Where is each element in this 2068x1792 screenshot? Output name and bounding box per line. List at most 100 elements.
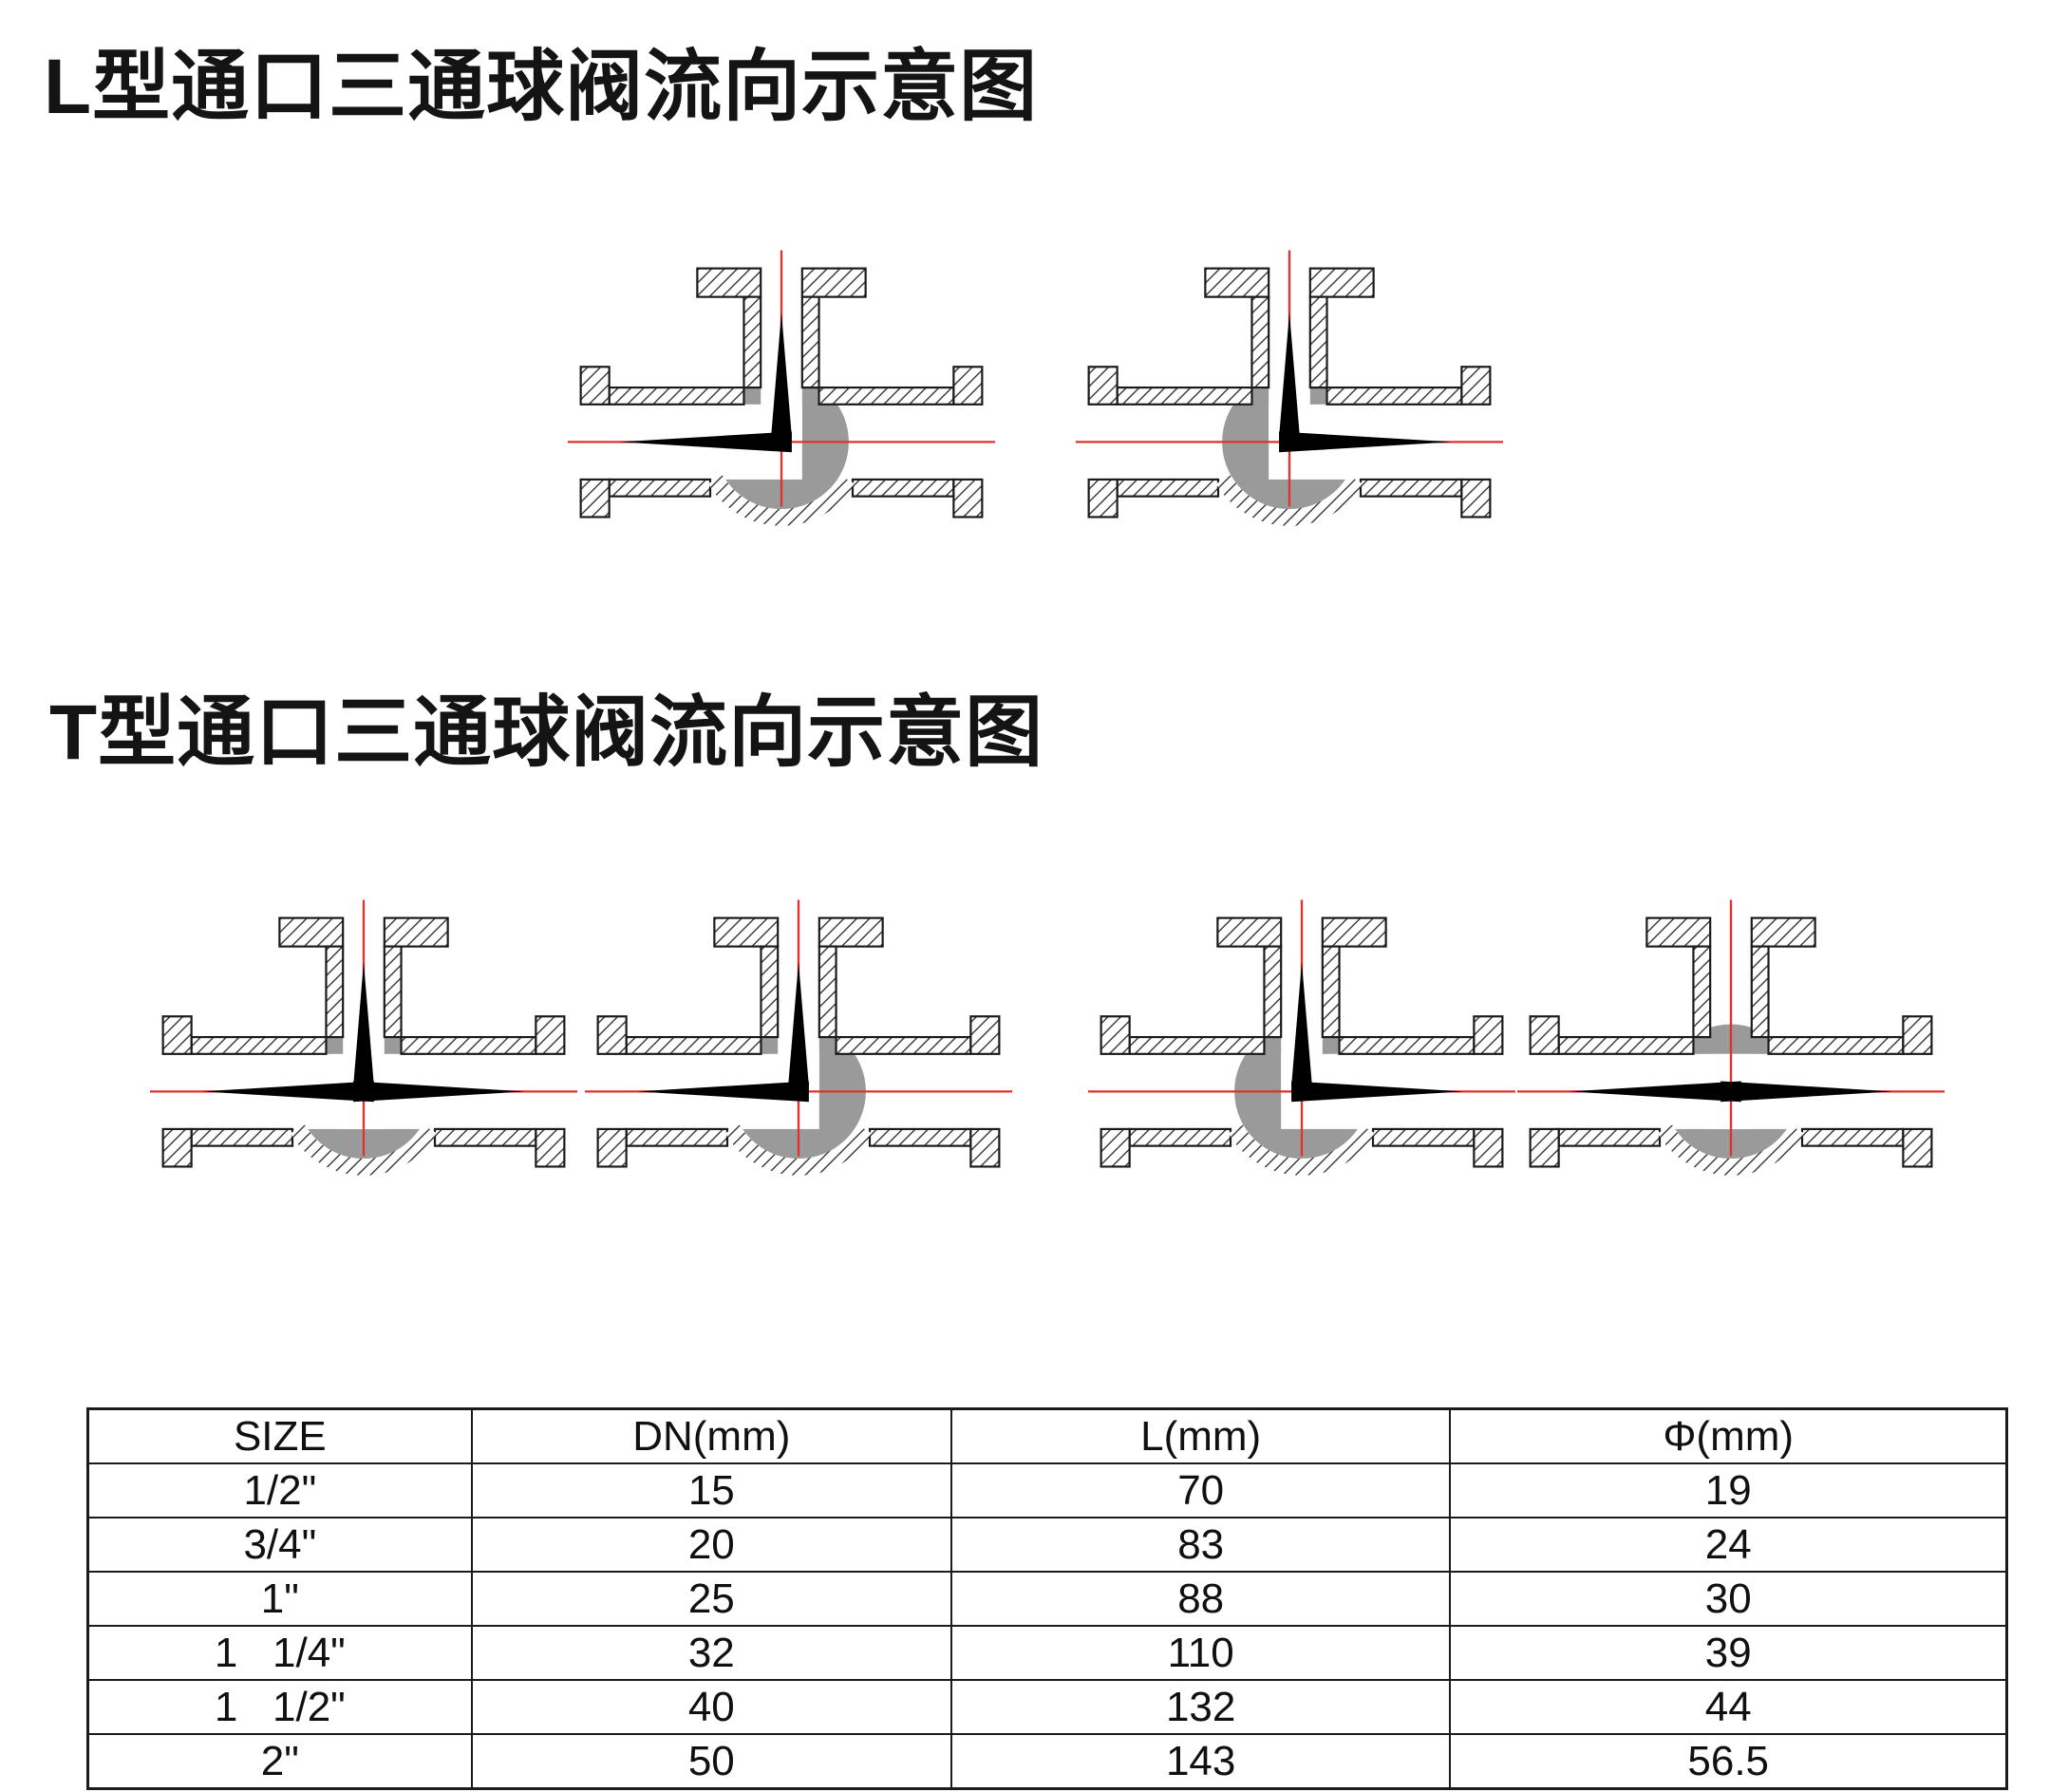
flow-arrow-up xyxy=(1291,962,1312,1086)
valve-wall xyxy=(1460,478,1492,519)
t-valve-flow-all-ports xyxy=(150,899,577,1176)
flow-arrow-up xyxy=(1279,312,1300,437)
table-cell: 50 xyxy=(470,1733,952,1790)
valve-wall xyxy=(625,1127,729,1147)
valve-wall xyxy=(1750,945,1770,1039)
valve-wall xyxy=(800,267,867,298)
valve-wall xyxy=(596,1015,628,1055)
valve-wall xyxy=(818,386,955,406)
valve-wall xyxy=(325,945,345,1039)
flow-arrow-left xyxy=(636,1081,809,1103)
table-cell: 83 xyxy=(949,1517,1452,1573)
valve-wall xyxy=(1645,916,1712,948)
table-cell: 15 xyxy=(470,1462,952,1518)
table-cell: 32 xyxy=(470,1625,952,1681)
valve-wall xyxy=(1128,1036,1266,1055)
valve-wall xyxy=(1692,945,1712,1039)
valve-wall xyxy=(818,916,884,948)
valve-wall xyxy=(1460,366,1492,406)
valve-wall xyxy=(190,1127,294,1147)
valve-wall xyxy=(608,386,745,406)
valve-wall xyxy=(1529,1015,1560,1055)
valve-wall xyxy=(1800,1127,1905,1147)
valve-wall xyxy=(1902,1127,1933,1168)
table-cell: 19 xyxy=(1449,1462,2008,1518)
valve-wall xyxy=(608,478,712,498)
table-cell: 3/4" xyxy=(86,1517,473,1573)
valve-wall xyxy=(696,267,762,298)
valve-wall xyxy=(835,1036,972,1055)
valve-wall xyxy=(1371,1127,1476,1147)
table-cell: 2" xyxy=(86,1733,473,1790)
valve-wall xyxy=(1338,1036,1476,1055)
t-valve-flow-up-right xyxy=(1088,899,1515,1176)
table-cell: 25 xyxy=(470,1571,952,1627)
table-cell: 24 xyxy=(1449,1517,2008,1573)
ball-pocket xyxy=(1215,475,1363,526)
valve-wall xyxy=(868,1127,972,1147)
t-valve-flow-straight xyxy=(1517,899,1945,1176)
valve-wall xyxy=(1128,1127,1232,1147)
valve-wall xyxy=(743,295,762,389)
valve-wall xyxy=(1116,478,1220,498)
valve-wall xyxy=(1216,916,1283,948)
valve-wall xyxy=(818,945,837,1039)
table-cell: 1" xyxy=(86,1571,473,1627)
valve-wall xyxy=(1116,386,1253,406)
table-cell: 1 1/2" xyxy=(86,1679,473,1735)
valve-wall xyxy=(1204,267,1270,298)
valve-wall xyxy=(713,916,780,948)
table-header-l: L(mm) xyxy=(949,1407,1452,1464)
table-cell: 70 xyxy=(949,1462,1452,1518)
table-cell: 110 xyxy=(949,1625,1452,1681)
valve-wall xyxy=(1473,1015,1504,1055)
flow-arrow-up xyxy=(788,962,809,1086)
flow-arrow-left xyxy=(1569,1081,1741,1103)
flow-arrow-up xyxy=(771,312,792,437)
valve-wall xyxy=(1325,386,1463,406)
valve-wall xyxy=(1321,916,1387,948)
valve-wall xyxy=(1359,478,1463,498)
valve-wall xyxy=(1902,1015,1933,1055)
valve-wall xyxy=(190,1036,328,1055)
table-cell: 1 1/4" xyxy=(86,1625,473,1681)
ball-pocket xyxy=(290,1124,438,1176)
table-cell: 143 xyxy=(949,1733,1452,1790)
ball-pocket xyxy=(1657,1124,1805,1176)
l-section-title: L型通口三通球阀流向示意图 xyxy=(44,44,1039,130)
l-valve-flow-up-left xyxy=(568,250,995,526)
table-header-phi: Φ(mm) xyxy=(1449,1407,2008,1464)
table-cell: 20 xyxy=(470,1517,952,1573)
l-valve-flow-up-right xyxy=(1076,250,1503,526)
valve-wall xyxy=(1087,366,1119,406)
table-cell: 30 xyxy=(1449,1571,2008,1627)
valve-wall xyxy=(1100,1015,1131,1055)
flow-arrow-right xyxy=(1279,431,1452,453)
valve-wall xyxy=(969,1015,1001,1055)
valve-wall xyxy=(400,1036,537,1055)
ball-pocket xyxy=(1228,1124,1376,1176)
valve-wall xyxy=(1263,945,1283,1039)
valve-wall xyxy=(1250,295,1270,389)
valve-wall xyxy=(1750,916,1816,948)
valve-wall xyxy=(969,1127,1001,1168)
valve-wall xyxy=(1557,1036,1695,1055)
valve-wall xyxy=(278,916,345,948)
valve-wall xyxy=(1767,1036,1905,1055)
table-cell: 88 xyxy=(949,1571,1452,1627)
valve-wall xyxy=(800,295,820,389)
valve-wall xyxy=(1557,1127,1662,1147)
ball-pocket xyxy=(707,475,855,526)
l-valve-row xyxy=(568,245,1503,608)
table-cell: 39 xyxy=(1449,1625,2008,1681)
valve-wall xyxy=(433,1127,537,1147)
valve-wall xyxy=(625,1036,762,1055)
t-section-title: T型通口三通球阀流向示意图 xyxy=(49,689,1044,776)
table-cell: 56.5 xyxy=(1449,1733,2008,1790)
